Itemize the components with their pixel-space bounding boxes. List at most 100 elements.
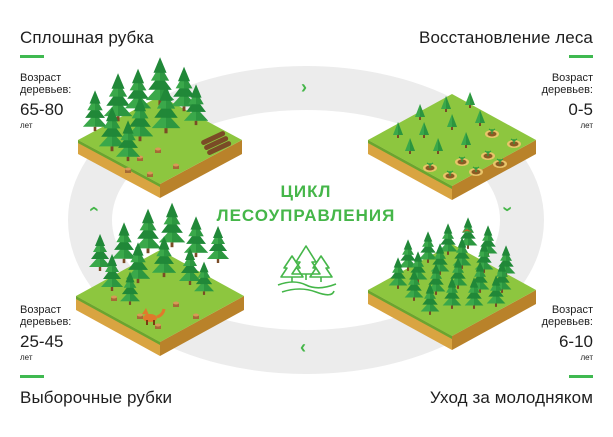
sapling [419, 122, 429, 138]
tree [470, 261, 490, 293]
tree [179, 248, 201, 285]
sapling [441, 96, 451, 112]
cycle-title-line-2: ЛЕСОУПРАВЛЕНИЯ [216, 206, 396, 225]
tree [452, 237, 472, 269]
thinning-soil-right [452, 290, 536, 350]
restoration-forest-tile [368, 92, 536, 200]
restoration-soil-right [452, 140, 536, 200]
seedling [455, 156, 469, 166]
seedling [481, 150, 495, 160]
tree [82, 90, 108, 132]
stump [193, 313, 199, 319]
sapling [415, 104, 425, 120]
sapling [393, 122, 403, 138]
accent-line-selective [20, 375, 44, 378]
chevron-right-icon: › [301, 77, 307, 97]
stage-title-clearcut: Сплошная рубка [20, 28, 154, 47]
stump [173, 301, 179, 307]
log-pile [201, 131, 232, 155]
chevron-up-icon: › [83, 206, 103, 212]
age-label-clearcut-1: Возраст [20, 72, 62, 84]
stage-title-selective: Выборочные рубки [20, 388, 173, 407]
tree [486, 275, 506, 307]
selective-soil-left [76, 296, 160, 356]
tree [426, 263, 446, 295]
sapling [465, 92, 475, 108]
sapling [447, 114, 457, 130]
tree [101, 254, 123, 291]
chevron-left-icon: ‹ [300, 337, 306, 357]
stump [155, 147, 161, 153]
cycle-title-line-1: ЦИКЛ [280, 182, 332, 201]
stump [173, 163, 179, 169]
stage-title-thinning: Уход за молодняком [429, 388, 593, 407]
thinning-soil-left [368, 290, 452, 350]
stump [111, 295, 117, 301]
tree [151, 85, 181, 134]
tree [388, 257, 408, 289]
age-value-selective: 25-45 [20, 332, 64, 351]
selective-soil-right [160, 296, 244, 356]
stump [147, 171, 153, 177]
stump [155, 323, 161, 329]
seedling [485, 128, 499, 138]
accent-line-thinning [569, 375, 593, 378]
seedling [469, 166, 483, 176]
seedling [507, 138, 521, 148]
bird-icon [462, 229, 472, 232]
age-value-thinning: 6-10 [558, 332, 593, 351]
tree [420, 283, 440, 315]
tree [115, 120, 141, 162]
age-unit-clearcut: лет [20, 121, 33, 130]
age-label-restoration-1: Возраст [551, 72, 593, 84]
cycle-ring [68, 66, 544, 374]
tree [120, 271, 140, 305]
tree [134, 208, 162, 254]
clearcut-forest-tile [78, 57, 242, 198]
stage-title-restoration: Восстановление леса [419, 28, 593, 47]
accent-line-clearcut [20, 55, 44, 58]
age-label-restoration-2: деревьев: [541, 84, 593, 96]
tree [404, 269, 424, 301]
tree [438, 223, 458, 255]
age-label-selective-2: деревьев: [20, 316, 72, 328]
restoration-soil-left [368, 140, 452, 200]
age-unit-restoration: лет [580, 121, 593, 130]
age-label-clearcut-2: деревьев: [20, 84, 72, 96]
forest-icon [277, 245, 337, 296]
age-label-thinning-1: Возраст [551, 304, 593, 316]
age-unit-selective: лет [20, 353, 33, 362]
age-label-selective-1: Возраст [20, 304, 62, 316]
fox-icon [142, 308, 166, 325]
sapling [433, 138, 443, 154]
accent-line-restoration [569, 55, 593, 58]
tree [183, 216, 209, 258]
tree [458, 217, 478, 249]
age-value-restoration: 0-5 [568, 100, 593, 119]
tree [207, 226, 229, 263]
tree [442, 277, 462, 309]
seedling [423, 162, 437, 172]
tree [183, 84, 209, 126]
thinning-forest-tile [368, 217, 536, 350]
tree [125, 242, 151, 284]
tree [98, 106, 126, 152]
age-label-thinning-2: деревьев: [541, 316, 593, 328]
seedling [493, 158, 507, 168]
age-value-clearcut: 65-80 [20, 100, 64, 119]
seedling [443, 170, 457, 180]
stump [137, 313, 143, 319]
tree [194, 261, 214, 295]
tree [103, 73, 133, 122]
tree [464, 277, 484, 309]
clearcut-soil-right [160, 140, 242, 198]
tree [492, 261, 512, 293]
clearcut-soil-left [78, 140, 160, 198]
sapling [475, 110, 485, 126]
tree [158, 202, 186, 248]
cycle-title: ЦИКЛ ЛЕСОУПРАВЛЕНИЯ [206, 180, 406, 228]
selective-forest-tile [76, 202, 244, 356]
sapling [405, 138, 415, 154]
tree [126, 96, 154, 142]
